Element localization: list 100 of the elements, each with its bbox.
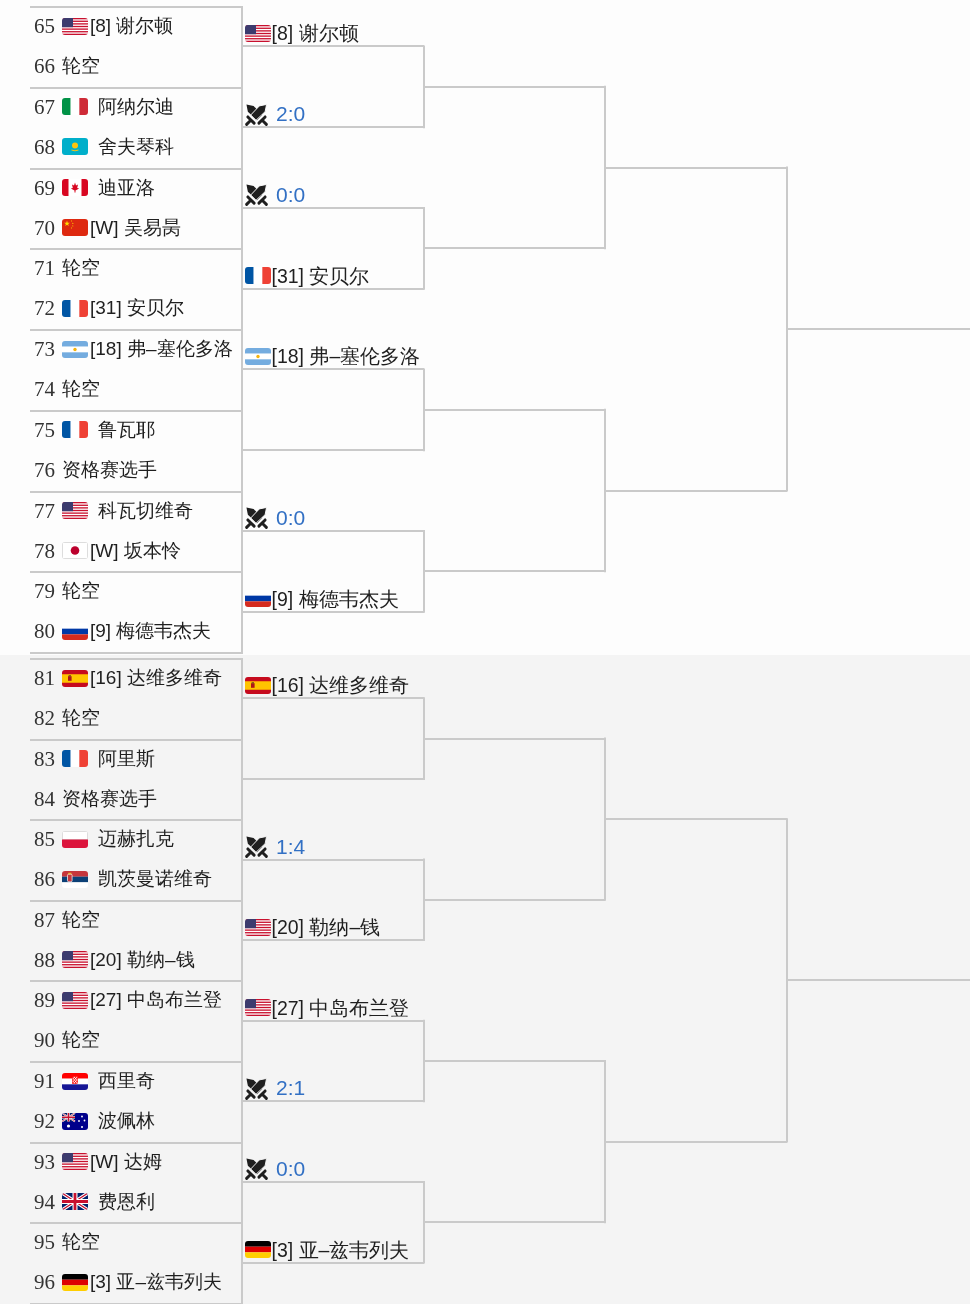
draw-number: 93 (34, 1149, 55, 1174)
draw-number: 96 (34, 1270, 55, 1295)
draw-number: 82 (34, 706, 55, 730)
slot-line (243, 449, 424, 452)
bracket-connector (423, 898, 425, 942)
player-name: [31] 安贝尔 (271, 263, 370, 288)
match-box (30, 329, 243, 410)
draw-number: 81 (34, 666, 55, 690)
bracket-connector (604, 818, 606, 901)
player-name: 轮空 (62, 256, 100, 281)
player-name: [W] 达姆 (90, 1149, 162, 1174)
player-name: 迪亚洛 (98, 175, 155, 200)
bracket-connector (604, 737, 606, 821)
player-name: [8] 谢尔顿 (90, 14, 174, 38)
draw-number: 91 (34, 1069, 55, 1093)
draw-number: 87 (34, 907, 55, 932)
bracket-connector (604, 1140, 606, 1224)
player-name: 轮空 (62, 1028, 100, 1053)
bracket-connector (423, 697, 425, 740)
player-name: [W] 吴易昺 (90, 215, 181, 240)
player-name: [9] 梅德韦杰夫 (90, 619, 212, 644)
match-box (30, 6, 243, 87)
slot-line (787, 979, 970, 982)
bracket-connector (423, 206, 425, 250)
draw-number: 67 (34, 94, 55, 119)
match-box (30, 819, 243, 900)
player-name: 舍夫琴科 (98, 134, 174, 159)
slot-line (424, 1060, 605, 1062)
player-name: [3] 亚–兹韦列夫 (271, 1237, 410, 1262)
bracket-connector (423, 858, 425, 901)
draw-number: 69 (34, 175, 55, 200)
player-name: [27] 中岛布兰登 (90, 988, 222, 1013)
player-name: [8] 谢尔顿 (271, 21, 359, 46)
draw-number: 95 (34, 1230, 55, 1255)
player-name: [16] 达维多维奇 (271, 673, 410, 698)
draw-number: 90 (34, 1028, 55, 1053)
player-name: 资格赛选手 (62, 786, 157, 811)
bracket-connector (423, 85, 425, 129)
match-score: 1:4 (276, 834, 306, 859)
bracket-connector (604, 1060, 606, 1143)
player-name: 鲁瓦耶 (98, 417, 155, 442)
match-box (30, 490, 243, 572)
draw-number: 66 (34, 54, 55, 78)
match-box (30, 1061, 243, 1142)
draw-number: 94 (34, 1189, 55, 1214)
player-name: [3] 亚–兹韦列夫 (90, 1270, 222, 1295)
player-name: 科瓦切维奇 (98, 498, 193, 523)
match-box (30, 167, 243, 249)
draw-number: 86 (34, 867, 55, 892)
draw-number: 80 (34, 619, 55, 644)
slot-line (605, 489, 787, 492)
match-box (30, 409, 243, 491)
match-box (30, 1222, 243, 1304)
match-score: 0:0 (276, 1156, 306, 1181)
player-name: [27] 中岛布兰登 (271, 995, 410, 1020)
player-name: 凯茨曼诺维奇 (98, 867, 212, 892)
bracket-connector (786, 328, 788, 492)
draw-number: 92 (34, 1109, 55, 1133)
slot-line (424, 85, 605, 88)
player-name: [18] 弗–塞伦多洛 (90, 337, 233, 361)
player-name: 轮空 (62, 706, 100, 730)
player-name: 阿里斯 (98, 746, 155, 771)
player-name: 轮空 (62, 54, 100, 78)
match-score: 0:0 (276, 182, 306, 207)
match-score: 2:1 (276, 1076, 306, 1101)
draw-number: 88 (34, 947, 55, 972)
slot-line (424, 570, 605, 573)
match-box (30, 658, 243, 739)
player-name: 迈赫扎克 (98, 827, 174, 852)
player-name: 阿纳尔迪 (98, 94, 174, 119)
bracket-connector (423, 408, 425, 452)
player-name: 轮空 (62, 579, 100, 604)
draw-number: 83 (34, 746, 55, 771)
draw-number: 70 (34, 215, 55, 240)
bracket-connector (604, 166, 606, 250)
player-name: [31] 安贝尔 (90, 296, 184, 321)
player-name: [20] 勒纳–钱 (90, 947, 195, 972)
draw-number: 76 (34, 457, 55, 482)
match-box (30, 1141, 243, 1223)
draw-number: 77 (34, 498, 55, 523)
bracket-connector (423, 737, 425, 780)
slot-line (424, 247, 605, 250)
bracket-connector (786, 979, 788, 1143)
draw-number: 75 (34, 417, 55, 442)
draw-number: 73 (34, 337, 55, 361)
bracket-connector (604, 85, 606, 169)
player-name: 轮空 (62, 907, 100, 932)
match-box (30, 571, 243, 654)
slot-line (605, 818, 787, 821)
draw-number: 79 (34, 579, 55, 604)
player-name: 波佩林 (98, 1109, 155, 1133)
draw-number: 72 (34, 296, 55, 321)
match-box (30, 980, 243, 1061)
slot-line (424, 1221, 605, 1224)
bracket-connector (423, 247, 425, 290)
match-box (30, 86, 243, 168)
match-box (30, 738, 243, 820)
slot-line (787, 328, 970, 330)
player-name: 轮空 (62, 377, 100, 401)
bracket-connector (423, 368, 425, 411)
